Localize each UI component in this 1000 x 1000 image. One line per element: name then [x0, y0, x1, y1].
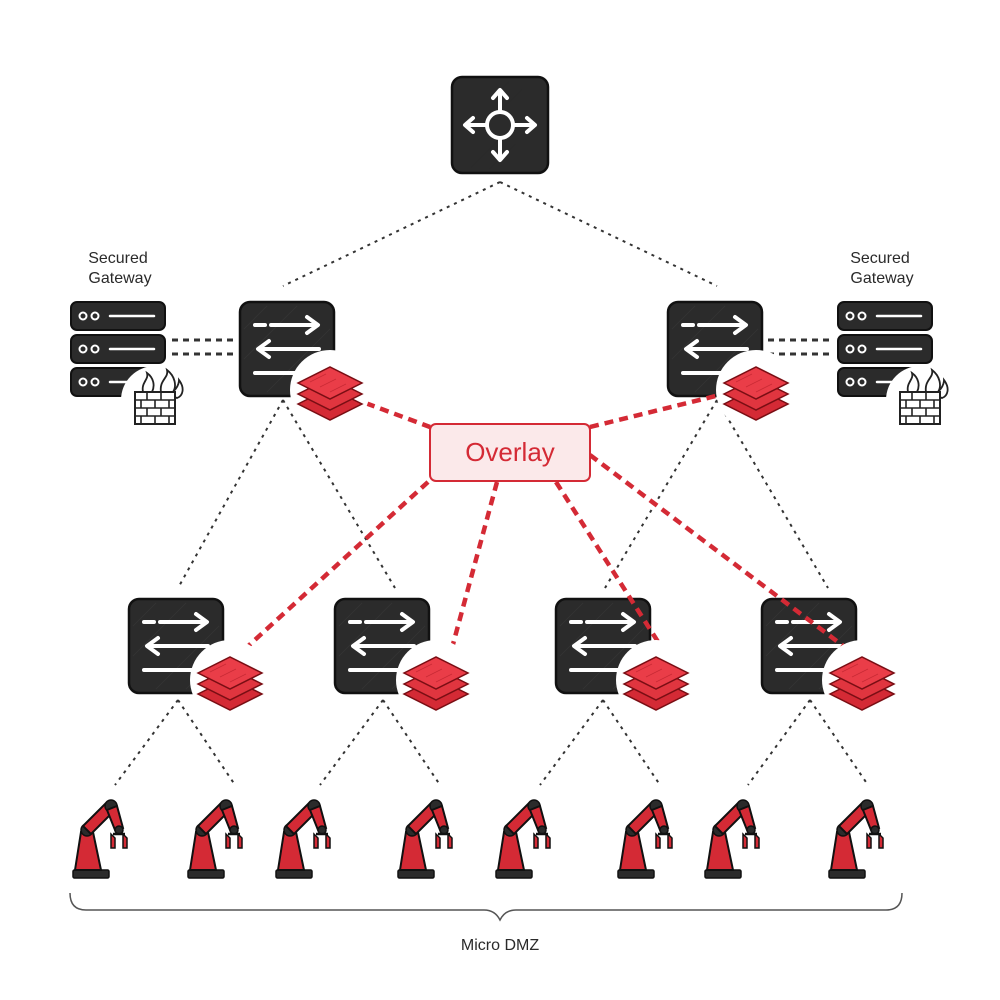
overlay-box: Overlay	[429, 423, 591, 482]
link-access-1-robot-1	[114, 699, 179, 786]
robot-arm-icon	[827, 798, 885, 880]
robot-arm-icon	[703, 798, 761, 880]
gateway-left	[69, 300, 190, 435]
overlay-link-dist-right	[589, 387, 741, 430]
gateway-right	[836, 300, 955, 435]
router-icon	[450, 75, 550, 175]
robot-arm-icon	[616, 798, 674, 880]
physical-links	[114, 181, 869, 786]
link-access-4-robot-8	[809, 699, 869, 786]
overlay-layers-icon	[189, 639, 271, 721]
micro-dmz-label: Micro DMZ	[461, 937, 539, 954]
gateway-left-label-line2: Gateway	[88, 270, 151, 287]
link-dist-right-access-3	[604, 399, 718, 589]
overlay-layers-icon	[395, 639, 477, 721]
micro-dmz-brace	[69, 892, 903, 922]
robot-arm-icon	[494, 798, 552, 880]
robots	[71, 798, 885, 880]
link-access-1-robot-2	[177, 699, 236, 786]
link-access-3-robot-5	[539, 699, 604, 786]
overlay-link-access-4	[588, 453, 848, 650]
robot-arm-icon	[274, 798, 332, 880]
link-dist-right-access-4	[716, 399, 829, 589]
link-core-dist-left	[282, 181, 501, 287]
overlay-layers-icon	[821, 639, 903, 721]
overlay-link-access-1	[244, 480, 430, 650]
overlay-layers-icon	[289, 349, 371, 431]
overlay-label: Overlay	[465, 437, 555, 467]
overlay-link-access-3	[554, 480, 664, 650]
overlay-layers-icon	[615, 639, 697, 721]
link-core-dist-right	[499, 181, 718, 287]
firewall-icon	[120, 365, 190, 435]
overlay-link-access-2	[449, 481, 500, 649]
gateway-right-label-line2: Gateway	[850, 270, 913, 287]
firewall-icon	[885, 365, 955, 435]
link-dist-left-access-1	[177, 399, 284, 589]
robot-arm-icon	[71, 798, 129, 880]
robot-arm-icon	[396, 798, 454, 880]
gateway-right-label-line1: Secured	[850, 250, 910, 267]
robot-arm-icon	[186, 798, 244, 880]
link-access-4-robot-7	[747, 699, 811, 786]
link-access-3-robot-6	[602, 699, 661, 786]
overlay-links	[244, 387, 848, 650]
gateway-left-label-line1: Secured	[88, 250, 148, 267]
link-access-2-robot-4	[382, 699, 441, 786]
link-access-2-robot-3	[319, 699, 384, 786]
overlay-layers-icon	[715, 349, 797, 431]
